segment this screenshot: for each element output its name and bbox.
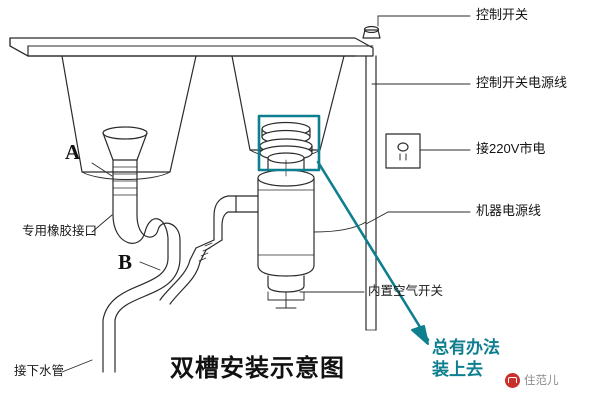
marker-a-leader: [91, 162, 113, 177]
callout-arrow: [316, 160, 430, 342]
left-trap-pipe: [102, 214, 181, 373]
air-switch-leader: [285, 291, 365, 309]
disposer-outlet-hose: [159, 239, 223, 305]
machine-power-cord: [313, 221, 367, 233]
highlight-box: [257, 114, 321, 172]
marker-a: A: [65, 140, 81, 164]
control-switch-body: [362, 25, 381, 39]
left-sink-basin: [61, 55, 197, 180]
garbage-disposer: [213, 121, 315, 293]
watermark: 住范儿: [505, 372, 559, 388]
control-switch-label: 控制开关: [476, 7, 529, 22]
leader-lines-left: [61, 214, 113, 373]
wall-conduit: [365, 55, 377, 331]
diagram-title: 双槽安装示意图: [170, 355, 345, 382]
rubber-joint-label: 专用橡胶接口: [22, 224, 98, 238]
countertop: [9, 37, 374, 57]
control-switch-power-cord-label: 控制开关电源线: [476, 75, 568, 90]
marker-b: B: [118, 250, 133, 274]
watermark-text: 住范儿: [524, 375, 559, 387]
leader-lines-right: [365, 15, 471, 225]
air-switch-label: 内置空气开关: [368, 284, 444, 298]
drain-pipe-label: 接下水管: [14, 364, 65, 378]
power-outlet-box: [385, 133, 421, 169]
mains-220v-label: 接220V市电: [476, 141, 546, 156]
brand-logo-icon: [505, 372, 520, 388]
marker-b-leader: [139, 261, 161, 271]
callout-text: 总有办法 装上去: [432, 337, 500, 382]
machine-power-cord-label: 机器电源线: [476, 203, 542, 218]
left-drain-assembly: [102, 126, 148, 216]
callout-line-2: 装上去: [432, 360, 483, 380]
callout-line-1: 总有办法: [432, 338, 500, 357]
